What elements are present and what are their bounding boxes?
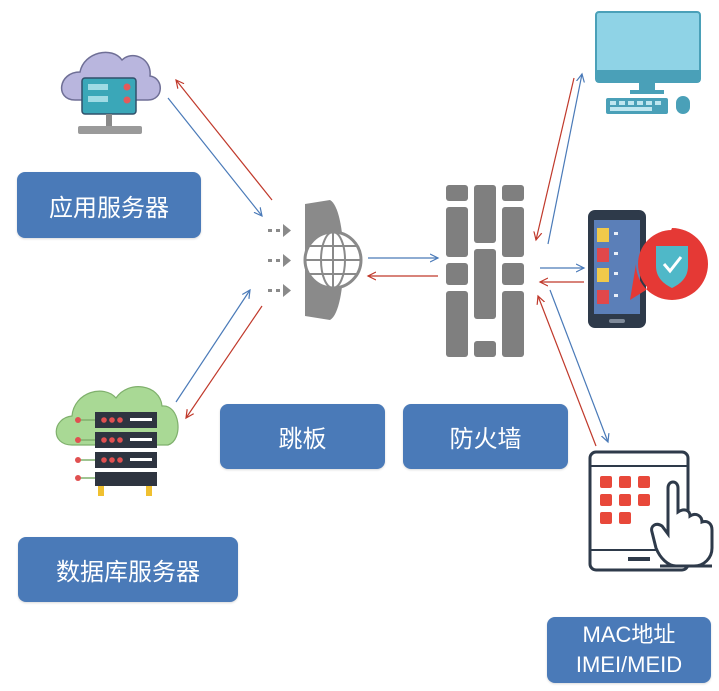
- arrow-db-to-jump: [175, 290, 250, 403]
- arrow-jump-to-app: [176, 80, 273, 201]
- firewall-label: 防火墙: [403, 404, 568, 469]
- arrow-firewall-to-tablet: [549, 289, 608, 442]
- arrow-desktop-to-firewall: [536, 77, 575, 240]
- tablet-touch-icon: [588, 450, 714, 572]
- jump-server-label: 跳板: [220, 404, 385, 469]
- arrow-firewall-to-desktop: [547, 74, 582, 245]
- app-server-label: 应用服务器: [17, 172, 201, 238]
- arrow-tablet-to-firewall: [538, 296, 597, 447]
- database-server-icon: [55, 386, 179, 496]
- device-id-line2: IMEI/MEID: [575, 652, 683, 677]
- device-id-line1: MAC地址: [582, 622, 676, 647]
- desktop-computer-icon: [595, 11, 701, 114]
- device-id-label: MAC地址 IMEI/MEID: [547, 617, 711, 683]
- firewall-brick-icon: [446, 185, 524, 357]
- globe-gateway-icon: [268, 200, 363, 320]
- phone-shield-icon: [588, 210, 708, 328]
- arrow-jump-to-db: [186, 305, 263, 418]
- db-server-label: 数据库服务器: [18, 537, 238, 602]
- flow-arrows: [167, 74, 608, 447]
- cloud-server-icon: [60, 51, 161, 134]
- arrow-app-to-jump: [167, 97, 262, 216]
